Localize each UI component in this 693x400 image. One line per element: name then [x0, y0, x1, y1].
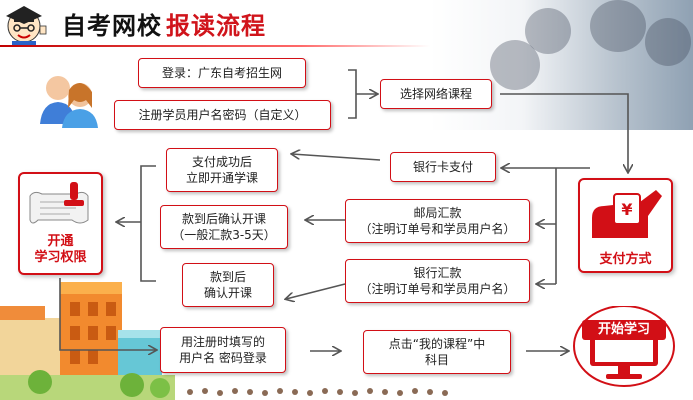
page-title: 自考网校 报读流程: [62, 6, 266, 40]
payment-method-panel: ¥ 支付方式: [578, 178, 673, 273]
buildings-illustration: [0, 282, 175, 400]
connector-bracket: [140, 165, 156, 282]
activate-permission-label: 开通 学习权限: [34, 234, 87, 265]
title-part-school: 自考网校: [62, 11, 162, 40]
start-learning-label: 开始学习: [582, 320, 666, 340]
mascot-icon: [6, 6, 47, 47]
connector-arrow: [292, 154, 381, 161]
step-pay-success: 支付成功后 立即开通学课: [166, 148, 278, 192]
step-confirm-after-payment: 款到后确认开课 （一般汇款3-5天）: [160, 205, 288, 249]
connector-arrow: [500, 93, 628, 172]
graduate-head: [590, 0, 646, 52]
start-learning-monitor: 开始学习: [572, 306, 676, 392]
connector-arrow: [286, 283, 346, 299]
step-confirm-open: 款到后 确认开课: [182, 263, 274, 307]
payment-post-remit: 邮局汇款 （注明订单号和学员用户名）: [345, 199, 530, 243]
activate-permission-panel: 开通 学习权限: [18, 172, 103, 275]
header-underline: [0, 45, 430, 47]
payment-bank-remit: 银行汇款 （注明订单号和学员用户名）: [345, 259, 530, 303]
step-login: 登录：广东自考招生网: [138, 58, 306, 88]
step-login-with-account: 用注册时填写的 用户名 密码登录: [160, 327, 286, 373]
hand-payment-icon: ¥: [592, 190, 662, 238]
title-part-process: 报读流程: [166, 11, 266, 40]
step-click-course: 点击“我的课程”中 科目: [363, 330, 511, 374]
bottom-people-strip: [187, 388, 448, 396]
connector-arrow: [59, 278, 156, 350]
users-icon: [40, 76, 98, 128]
graduate-head: [490, 40, 540, 90]
monitor-icon: [573, 306, 675, 387]
certificate-stamp-icon: [29, 182, 89, 224]
payment-method-label: 支付方式: [599, 252, 652, 267]
payment-bank-card: 银行卡支付: [390, 152, 496, 182]
graduate-head: [645, 18, 691, 66]
step-register: 注册学员用户名密码（自定义）: [114, 100, 331, 130]
svg-text:¥: ¥: [621, 200, 632, 219]
graduate-head: [525, 8, 571, 54]
step-choose-course: 选择网络课程: [380, 79, 492, 109]
connector-bracket: [348, 69, 357, 119]
